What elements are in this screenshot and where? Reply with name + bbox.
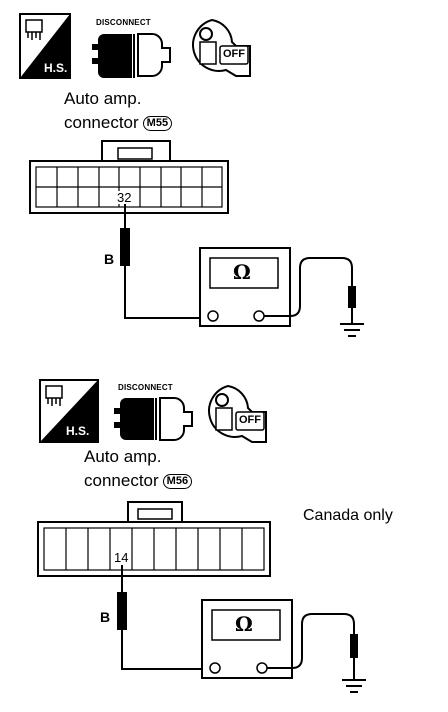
ground-lead-top <box>264 257 356 324</box>
harness-wire-bottom <box>117 565 212 670</box>
disconnect-connector-icon <box>114 397 193 441</box>
connector-code: M56 <box>162 474 193 489</box>
hs-badge: H.S. <box>66 424 90 438</box>
disconnect-label: DISCONNECT <box>96 18 151 27</box>
ground-lead-bottom <box>267 613 358 680</box>
connector-name-line1: Auto amp. <box>84 447 162 466</box>
harness-wire-top <box>120 200 212 319</box>
ignition-key-off-icon <box>192 18 251 77</box>
ground-icon <box>340 323 364 337</box>
ground-icon <box>342 679 366 693</box>
wire-color: B <box>104 251 115 267</box>
wire-color: B <box>100 609 111 625</box>
terminal-number: 32 <box>116 190 133 205</box>
ignition-key-off-icon <box>208 384 267 443</box>
connector-name-line1: Auto amp. <box>64 89 142 108</box>
ohmmeter-icon <box>199 247 291 327</box>
ohmmeter-icon <box>201 599 293 679</box>
disconnect-label: DISCONNECT <box>118 383 173 392</box>
hs-harness-icon <box>39 379 99 443</box>
key-off-label: OFF <box>223 48 245 60</box>
connector-m55 <box>29 140 229 214</box>
canada-only-note: Canada only <box>303 507 393 524</box>
key-off-label: OFF <box>239 414 261 426</box>
connector-code: M55 <box>142 116 173 131</box>
ohm-symbol: Ω <box>235 612 253 636</box>
ohm-symbol: Ω <box>233 260 251 284</box>
connector-m56 <box>37 501 271 577</box>
disconnect-connector-icon <box>92 33 171 78</box>
hs-badge: H.S. <box>44 61 68 75</box>
hs-harness-icon <box>19 13 71 79</box>
terminal-number: 14 <box>113 550 130 565</box>
